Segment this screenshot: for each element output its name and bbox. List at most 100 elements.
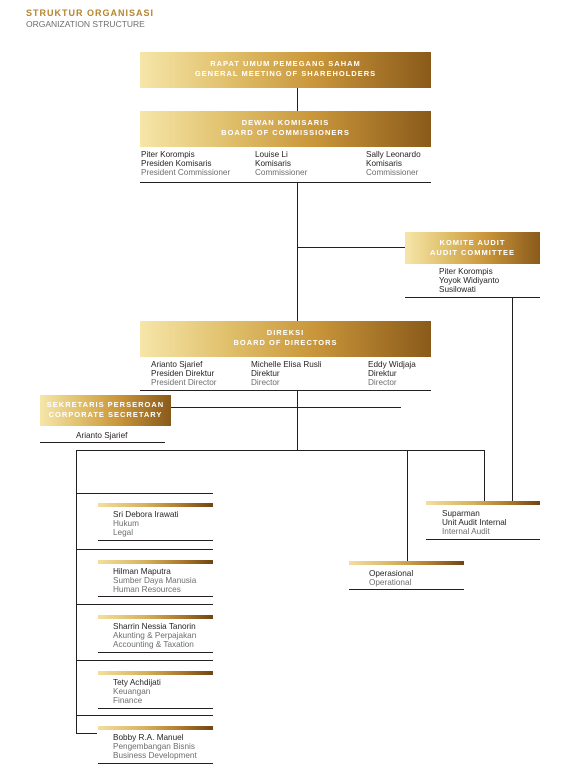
member-role-en: President Commissioner — [141, 168, 231, 178]
unit-role-en: Business Development — [113, 751, 197, 761]
member-role-en: Commissioner — [366, 168, 419, 178]
page-title: STRUKTUR ORGANISASI — [26, 8, 155, 18]
unit-underline — [98, 708, 213, 709]
member-name: Susilowati — [439, 285, 476, 295]
unit-hr-bar — [98, 560, 213, 564]
unit-bizdev-bar — [98, 726, 213, 730]
member-role-en: Director — [251, 378, 280, 388]
bod-title-id: DIREKSI — [266, 328, 305, 337]
unit-role-id: Pengembangan Bisnis — [113, 742, 195, 752]
connector-unit-finance — [76, 660, 213, 661]
member-name: Sally Leonardo — [366, 150, 421, 159]
boc-member: Sally Leonardo Komisaris Commissioner — [366, 150, 421, 178]
bod-underline — [140, 390, 431, 391]
connector-corp-sec — [170, 407, 401, 408]
unit-accounting: Sharrin Nessia Tanorin Akunting & Perpaj… — [113, 622, 196, 650]
member-role-id: Presiden Komisaris — [141, 159, 212, 169]
connector-unit-hr — [76, 549, 213, 550]
boc-underline — [140, 182, 431, 183]
corp-sec-underline — [40, 442, 165, 443]
boc-title-en: BOARD OF COMMISSIONERS — [221, 128, 350, 137]
unit-underline — [98, 540, 213, 541]
member-role-id: Komisaris — [366, 159, 402, 169]
connector-operational — [407, 450, 408, 561]
unit-role-id: Unit Audit Internal — [442, 518, 507, 528]
member-name: Louise Li — [255, 150, 288, 159]
member-role-id: Direktur — [368, 369, 397, 379]
operational-underline — [349, 589, 464, 590]
audit-committee-members: Piter Korompis Yoyok Widiyanto Susilowat… — [439, 267, 499, 295]
unit-hr: Hilman Maputra Sumber Daya Manusia Human… — [113, 567, 196, 595]
connector-unit-bizdev — [76, 715, 213, 716]
connector-unit-legal — [76, 493, 213, 494]
member-role-en: President Director — [151, 378, 217, 388]
unit-role-en: Accounting & Taxation — [113, 640, 194, 650]
internal-audit-underline — [426, 539, 540, 540]
connector-boc-bod — [297, 183, 298, 321]
member-name: Eddy Widjaja — [368, 360, 416, 369]
audit-committee-underline — [405, 297, 540, 298]
boc-title-id: DEWAN KOMISARIS — [241, 118, 330, 127]
connector-unit-accounting — [76, 604, 213, 605]
unit-name: Hilman Maputra — [113, 567, 171, 576]
bod-member: Eddy Widjaja Direktur Director — [368, 360, 416, 388]
member-name: Piter Korompis — [141, 150, 195, 159]
member-role-id: Direktur — [251, 369, 280, 379]
unit-name: Sharrin Nessia Tanorin — [113, 622, 196, 631]
unit-name: Bobby R.A. Manuel — [113, 733, 184, 742]
unit-name: Sri Debora Irawati — [113, 510, 179, 519]
corp-sec-name: Arianto Sjarief — [76, 431, 128, 440]
unit-underline — [98, 763, 213, 764]
unit-role-id: Operasional — [369, 569, 414, 578]
connector-main-branch — [76, 450, 484, 451]
bod-box: DIREKSI BOARD OF DIRECTORS — [140, 321, 431, 357]
member-role-en: Commissioner — [255, 168, 308, 178]
connector-bod-down — [297, 391, 298, 451]
unit-finance: Tety Achdijati Keuangan Finance — [113, 678, 161, 706]
unit-finance-bar — [98, 671, 213, 675]
unit-role-en: Internal Audit — [442, 527, 490, 537]
connector-to-audit-committee — [297, 247, 406, 248]
bod-member: Michelle Elisa Rusli Direktur Director — [251, 360, 322, 388]
unit-bizdev: Bobby R.A. Manuel Pengembangan Bisnis Bu… — [113, 733, 197, 761]
member-role-en: Director — [368, 378, 397, 388]
unit-role-id: Sumber Daya Manusia — [113, 576, 197, 586]
boc-box: DEWAN KOMISARIS BOARD OF COMMISSIONERS — [140, 111, 431, 147]
connector-left-trunk — [76, 450, 77, 733]
operational-unit: Operasional Operational — [369, 569, 413, 587]
member-role-id: Presiden Direktur — [151, 369, 215, 379]
boc-member: Louise Li Komisaris Commissioner — [255, 150, 307, 178]
bod-title-en: BOARD OF DIRECTORS — [233, 338, 338, 347]
member-name: Piter Korompis — [439, 267, 493, 276]
connector-gms-boc — [297, 88, 298, 111]
boc-member: Piter Korompis Presiden Komisaris Presid… — [141, 150, 230, 178]
unit-role-en: Finance — [113, 696, 143, 706]
corp-sec-title-en: CORPORATE SECRETARY — [48, 410, 163, 419]
audit-committee-box: KOMITE AUDIT AUDIT COMMITTEE — [405, 232, 540, 264]
audit-committee-title-id: KOMITE AUDIT — [439, 238, 506, 247]
unit-accounting-bar — [98, 615, 213, 619]
unit-role-id: Akunting & Perpajakan — [113, 631, 197, 641]
connector-internal-audit — [484, 450, 485, 502]
audit-committee-title-en: AUDIT COMMITTEE — [430, 248, 515, 257]
connector-audit-committee-internal-audit — [512, 298, 513, 502]
operational-bar — [349, 561, 464, 565]
unit-role-id: Keuangan — [113, 687, 151, 697]
unit-role-en: Operational — [369, 578, 412, 588]
unit-legal: Sri Debora Irawati Hukum Legal — [113, 510, 179, 538]
internal-audit-unit: Suparman Unit Audit Internal Internal Au… — [442, 509, 507, 537]
unit-role-en: Human Resources — [113, 585, 181, 595]
unit-underline — [98, 652, 213, 653]
member-name: Michelle Elisa Rusli — [251, 360, 322, 369]
unit-legal-bar — [98, 503, 213, 507]
member-name: Arianto Sjarief — [151, 360, 203, 369]
unit-role-id: Hukum — [113, 519, 139, 529]
bod-member: Arianto Sjarief Presiden Direktur Presid… — [151, 360, 217, 388]
gms-title-id: RAPAT UMUM PEMEGANG SAHAM — [210, 59, 361, 68]
corp-sec-box: SEKRETARIS PERSEROAN CORPORATE SECRETARY — [40, 395, 171, 426]
page-subtitle: ORGANIZATION STRUCTURE — [26, 19, 145, 29]
corp-sec-title-id: SEKRETARIS PERSEROAN — [46, 400, 165, 409]
unit-underline — [98, 596, 213, 597]
internal-audit-bar — [426, 501, 540, 505]
connector-unit-trunk-end — [76, 733, 97, 734]
